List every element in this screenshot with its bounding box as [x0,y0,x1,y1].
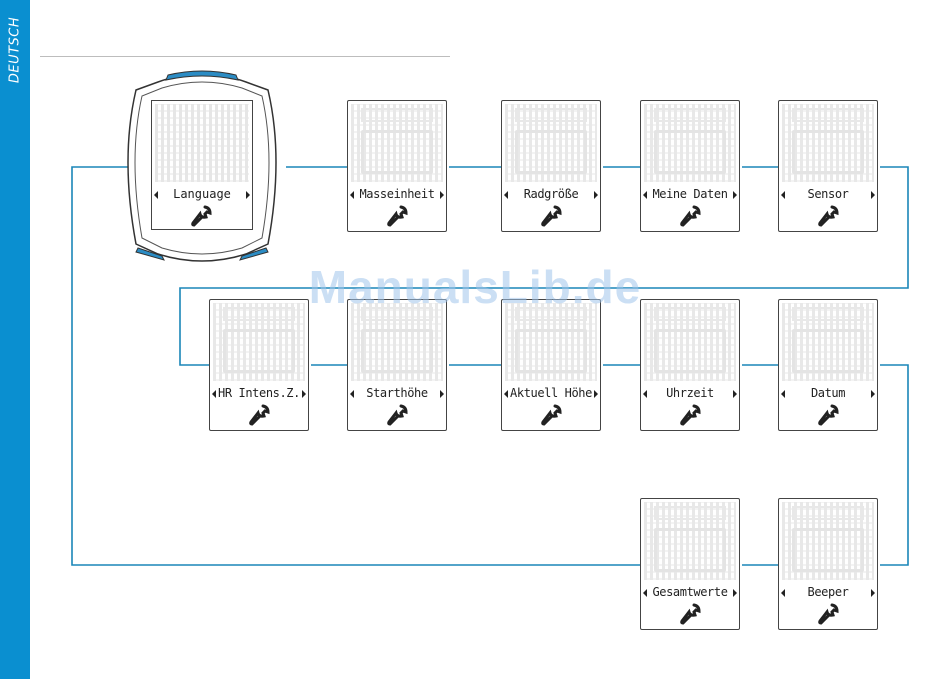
device-screen: Language [151,100,253,230]
wrench-icon [540,404,562,426]
menu-screen-label: Uhrzeit [641,386,739,400]
menu-screen: Uhrzeit [640,299,740,431]
segment-display [155,104,249,182]
arrow-right-icon [594,191,598,199]
segment-display [782,303,874,381]
segment-display [782,502,874,580]
wrench-icon [679,603,701,625]
wrench-icon [190,205,212,227]
segment-display [505,303,597,381]
menu-screen-label: Gesamtwerte [641,585,739,599]
segment-display [644,502,736,580]
menu-screen-label: Radgröße [502,187,600,201]
arrow-right-icon [871,390,875,398]
wrench-icon [817,404,839,426]
arrow-right-icon [302,390,306,398]
menu-screen-label: Sensor [779,187,877,201]
wrench-icon [679,205,701,227]
arrow-right-icon [440,390,444,398]
segment-display [644,104,736,182]
menu-screen-label: Beeper [779,585,877,599]
segment-display [782,104,874,182]
arrow-right-icon [733,589,737,597]
menu-screen-label: Aktuell Höhe [502,386,600,400]
menu-screen: Datum [778,299,878,431]
menu-screen: Radgröße [501,100,601,232]
segment-display [505,104,597,182]
segment-display [644,303,736,381]
menu-screen: HR Intens.Z. [209,299,309,431]
wrench-icon [817,603,839,625]
menu-screen: Gesamtwerte [640,498,740,630]
device-unit: Language [118,68,286,264]
arrow-right-icon [246,191,250,199]
menu-screen: Aktuell Höhe [501,299,601,431]
arrow-right-icon [871,191,875,199]
menu-screen-label: Masseinheit [348,187,446,201]
arrow-right-icon [733,390,737,398]
menu-screen: Meine Daten [640,100,740,232]
arrow-right-icon [733,191,737,199]
connector-datum-beeper [880,365,908,565]
menu-screen-label: Meine Daten [641,187,739,201]
menu-screen-label: Starthöhe [348,386,446,400]
arrow-right-icon [440,191,444,199]
wrench-icon [248,404,270,426]
arrow-right-icon [871,589,875,597]
wrench-icon [540,205,562,227]
arrow-right-icon [594,390,598,398]
menu-screen: Starthöhe [347,299,447,431]
menu-screen-label: HR Intens.Z. [210,386,308,400]
wrench-icon [386,404,408,426]
device-label: Language [152,187,252,201]
menu-screen: Masseinheit [347,100,447,232]
segment-display [213,303,305,381]
menu-screen: Beeper [778,498,878,630]
segment-display [351,104,443,182]
wrench-icon [386,205,408,227]
wrench-icon [817,205,839,227]
wrench-icon [679,404,701,426]
menu-screen: Sensor [778,100,878,232]
menu-screen-label: Datum [779,386,877,400]
segment-display [351,303,443,381]
